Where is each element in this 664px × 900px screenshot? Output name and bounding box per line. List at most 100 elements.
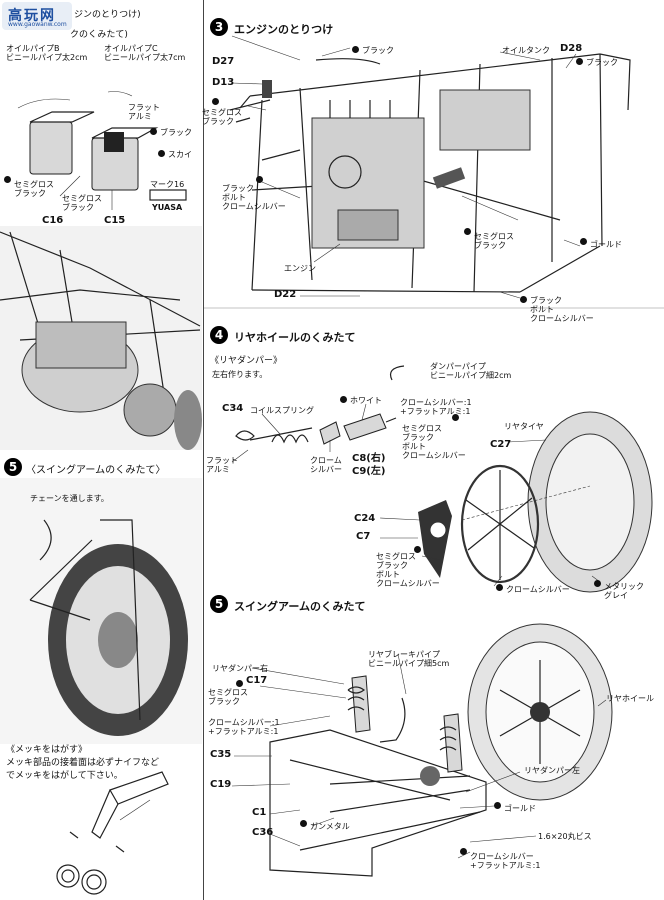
step3-semigloss-a: セミグロスブラック	[202, 108, 242, 126]
step3-title: エンジンのとりつけ	[234, 23, 334, 36]
step3-leaders	[231, 35, 581, 299]
column-divider	[203, 0, 204, 900]
step4-number: 4	[210, 326, 228, 344]
paint-dot	[494, 802, 501, 809]
paint-dot	[158, 150, 165, 157]
paint-dot	[452, 414, 459, 421]
paint-dot	[236, 680, 243, 687]
part-d27: D27	[212, 56, 235, 67]
paint-dot	[300, 820, 307, 827]
paint-dot	[340, 396, 347, 403]
part-c16: C16	[42, 215, 64, 226]
semigloss-black-label-2: セミグロスブラック	[62, 194, 102, 212]
black-label: ブラック	[160, 128, 192, 137]
step5-chrome-flat-2: クロームシルバー+フラットアルミ:1	[470, 852, 541, 870]
step4-title: リヤホイールのくみたて	[234, 331, 356, 344]
step3-number: 3	[210, 18, 228, 36]
step5-gold: ゴールド	[504, 804, 536, 813]
frame-engine-photo	[0, 226, 202, 450]
step3-frame-drawing	[229, 53, 631, 293]
engine-label: エンジン	[284, 264, 316, 273]
oil-tank-label: オイルタンク	[502, 46, 550, 55]
screw-label: 1.6×20丸ビス	[538, 832, 592, 841]
rear-tire-label: リヤタイヤ	[504, 422, 544, 431]
rear-damper-r-label: リヤダンパー右	[212, 664, 268, 673]
part-c19: C19	[210, 779, 232, 790]
step4-damper-drawing	[231, 365, 405, 463]
part-c35: C35	[210, 749, 232, 760]
semigloss-black-label-1: セミグロスブラック	[14, 180, 54, 198]
paint-dot	[150, 128, 157, 135]
gunmetal-label: ガンメタル	[310, 822, 350, 831]
paint-dot	[580, 238, 587, 245]
swingarm-photo	[0, 478, 202, 744]
mekki-line1: メッキ部品の接着面は必ずナイフなど	[6, 758, 160, 768]
chain-note: チェーンを通します。	[30, 494, 109, 503]
paint-dot	[4, 176, 11, 183]
coil-spring-label: コイルスプリング	[250, 406, 314, 415]
brake-pipe-label: リヤブレーキパイプビニールパイプ細5cm	[368, 650, 450, 668]
step4-wheel-drawing	[379, 411, 653, 593]
step5-left-title: 〈スイングアームのくみたて〉	[26, 465, 166, 476]
part-c9: C9(左)	[352, 466, 386, 477]
part-d13: D13	[212, 77, 235, 88]
paint-dot	[520, 296, 527, 303]
left-header-fragment: ジンのとりつけ)	[74, 10, 141, 20]
mekki-line2: でメッキをはがして下さい。	[6, 771, 123, 781]
part-d28: D28	[560, 43, 583, 54]
paint-dot	[352, 46, 359, 53]
mekki-title: 《メッキをはがす》	[6, 745, 88, 755]
part-c8: C8(右)	[352, 453, 386, 464]
part-c15: C15	[104, 215, 126, 226]
step3-black-bolt-chrome: ブラックボルトクロームシルバー	[222, 184, 286, 211]
step5-title: スイングアームのくみたて	[234, 600, 366, 613]
flat-alu-label: フラットアルミ	[128, 103, 160, 121]
watermark-name: 高玩网	[8, 8, 56, 24]
part-c17: C17	[246, 675, 268, 686]
step4-chrome-silver: クロームシルバー	[310, 456, 342, 474]
step5-swingarm-drawing	[231, 623, 613, 877]
part-d22: D22	[274, 289, 297, 300]
step4-semigloss-group-2: セミグロスブラックボルトクロームシルバー	[376, 552, 440, 588]
left-kumitate-fragment: クのくみたて)	[70, 30, 128, 40]
battery-drawing	[17, 91, 159, 210]
part-c34: C34	[222, 403, 244, 414]
step4-chrome-silver-2: クロームシルバー	[506, 585, 570, 594]
step3-black-b: ブラック	[586, 58, 618, 67]
step3-semigloss-b: セミグロスブラック	[474, 232, 514, 250]
watermark-url: www.gaowanw.com	[8, 21, 67, 28]
step3-black-bolt-chrome-2: ブラックボルトクロームシルバー	[530, 296, 594, 323]
step3-black-a: ブラック	[362, 46, 394, 55]
paint-dot	[460, 848, 467, 855]
part-c1: C1	[252, 807, 267, 818]
step4-flat-alu: フラットアルミ	[206, 456, 238, 474]
part-c27: C27	[490, 439, 512, 450]
step5-chrome-flat: クロームシルバー:1+フラットアルミ:1	[208, 718, 280, 736]
paint-dot	[414, 546, 421, 553]
paint-dot	[594, 580, 601, 587]
paint-dot	[256, 176, 263, 183]
step4-chrome-flat: クロームシルバー:1+フラットアルミ:1	[400, 398, 472, 416]
part-c36: C36	[252, 827, 274, 838]
step5-left-number: 5	[4, 458, 22, 476]
step4-subtitle: 《リヤダンパー》	[210, 356, 283, 366]
damper-pipe-label: ダンパーパイプビニールパイプ細2cm	[430, 362, 512, 380]
rear-damper-l-label: リヤダンパー左	[524, 766, 580, 775]
step4-subnote: 左右作ります。	[212, 370, 268, 379]
watermark-logo: 高玩网 www.gaowanw.com	[2, 2, 72, 30]
rear-wheel-label: リヤホイール	[606, 694, 654, 703]
step4-semigloss-group: セミグロスブラックボルトクロームシルバー	[402, 424, 466, 460]
part-c7: C7	[356, 531, 371, 542]
sky-label: スカイ	[168, 150, 192, 159]
paint-dot	[576, 58, 583, 65]
metallic-gray-label: メタリックグレイ	[604, 582, 644, 600]
part-c24: C24	[354, 513, 376, 524]
paint-dot	[212, 98, 219, 105]
paint-dot	[464, 228, 471, 235]
step4-white: ホワイト	[350, 396, 382, 405]
mark16-sticker	[149, 189, 187, 201]
